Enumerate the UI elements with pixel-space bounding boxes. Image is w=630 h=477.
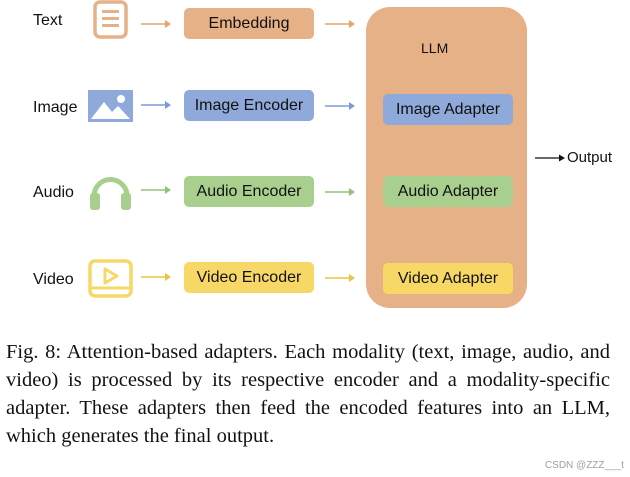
video-encoder-box: Video Encoder [184,262,314,293]
arrow-image-encoder-to-adapter [325,102,355,110]
figure-caption: Fig. 8: Attention-based adapters. Each m… [6,341,610,447]
video-adapter-box: Video Adapter [383,263,513,294]
llm-block [366,7,527,308]
arrow-video-to-encoder [141,273,171,281]
output-label: Output [567,149,613,166]
image-adapter-box: Image Adapter [383,94,513,125]
watermark: CSDN @ZZZ___t [544,460,624,471]
audio-encoder-box: Audio Encoder [184,176,314,207]
document-icon [93,0,128,39]
modality-label-image: Image [33,99,78,116]
modality-label-text: Text [33,12,63,29]
image-icon [88,90,133,122]
arrow-audio-encoder-to-adapter [325,188,355,196]
modality-label-video: Video [33,271,74,288]
image-encoder-box: Image Encoder [184,90,314,121]
modality-label-audio: Audio [33,184,74,201]
video-play-icon [88,259,133,298]
headphones-icon [90,177,131,210]
embedding-box: Embedding [184,8,314,39]
audio-adapter-box: Audio Adapter [383,176,513,207]
arrow-video-encoder-to-adapter [325,274,355,282]
arrow-llm-to-output [535,154,565,162]
arrow-text-to-embedding [141,20,171,28]
llm-label: LLM [421,40,449,56]
arrow-audio-to-encoder [141,186,171,194]
arrow-image-to-encoder [141,101,171,109]
arrow-embedding-to-llm [325,20,355,28]
